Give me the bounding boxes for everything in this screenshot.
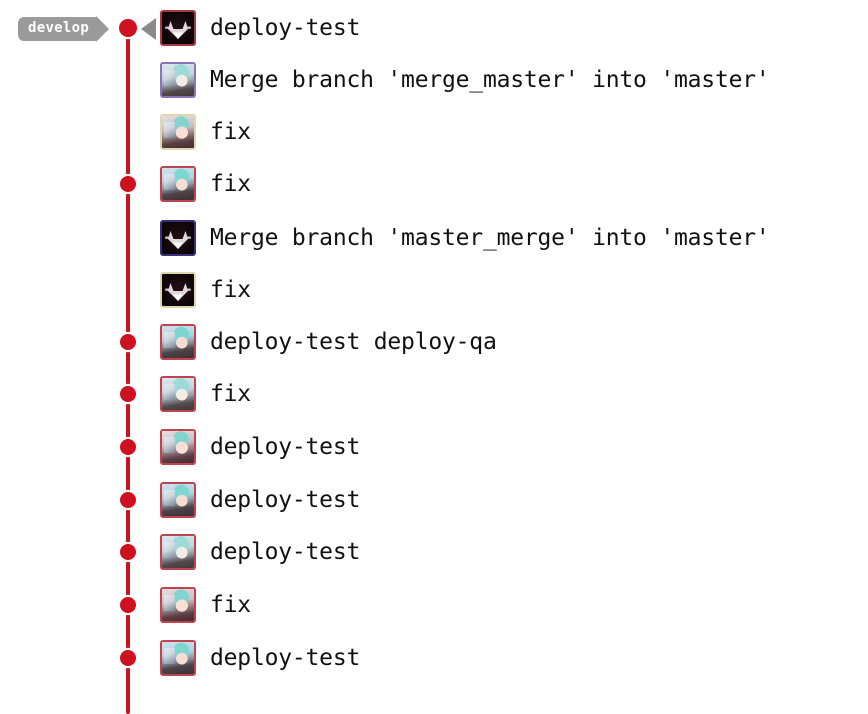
commit-message: Merge branch 'master_merge' into 'master…: [210, 225, 770, 251]
avatar-portrait: [162, 642, 194, 674]
commit-message: deploy-test: [210, 15, 361, 41]
commit-graph-rail: [0, 0, 160, 714]
commit-row[interactable]: deploy-test: [160, 480, 360, 520]
commit-row[interactable]: fix: [160, 112, 251, 152]
commit-row[interactable]: deploy-test deploy-qa: [160, 322, 497, 362]
commit-dot[interactable]: [120, 176, 136, 192]
commit-row[interactable]: fix: [160, 164, 251, 204]
branch-label-text: develop: [18, 17, 99, 41]
avatar-portrait: [162, 536, 194, 568]
commit-row[interactable]: fix: [160, 374, 251, 414]
user-avatar[interactable]: [160, 62, 196, 98]
branch-label-develop[interactable]: develop: [18, 16, 110, 42]
commit-message: deploy-test: [210, 434, 361, 460]
commit-row[interactable]: deploy-test: [160, 427, 360, 467]
commit-row[interactable]: fix: [160, 585, 251, 625]
commit-dot[interactable]: [119, 19, 137, 37]
commit-row[interactable]: fix: [160, 270, 251, 310]
gitlab-tanuki-icon[interactable]: [160, 10, 196, 46]
avatar-portrait: [162, 378, 194, 410]
user-avatar[interactable]: [160, 376, 196, 412]
commit-dot[interactable]: [120, 386, 136, 402]
user-avatar[interactable]: [160, 587, 196, 623]
user-avatar[interactable]: [160, 429, 196, 465]
commit-dot[interactable]: [120, 492, 136, 508]
gitlab-tanuki-glyph: [162, 12, 194, 44]
commit-row[interactable]: deploy-test: [160, 532, 360, 572]
user-avatar[interactable]: [160, 166, 196, 202]
commit-row[interactable]: Merge branch 'merge_master' into 'master…: [160, 60, 770, 100]
avatar-portrait: [162, 116, 194, 148]
commit-dot[interactable]: [120, 597, 136, 613]
commit-row[interactable]: Merge branch 'master_merge' into 'master…: [160, 218, 770, 258]
commit-message: deploy-test: [210, 487, 361, 513]
user-avatar[interactable]: [160, 482, 196, 518]
user-avatar[interactable]: [160, 534, 196, 570]
commit-message: deploy-test deploy-qa: [210, 329, 497, 355]
commit-message: deploy-test: [210, 645, 361, 671]
user-avatar[interactable]: [160, 114, 196, 150]
avatar-portrait: [162, 431, 194, 463]
avatar-portrait: [162, 64, 194, 96]
commit-message: Merge branch 'merge_master' into 'master…: [210, 67, 770, 93]
commit-message: fix: [210, 171, 251, 197]
avatar-portrait: [162, 484, 194, 516]
commit-dot[interactable]: [120, 439, 136, 455]
user-avatar[interactable]: [160, 324, 196, 360]
commit-message: fix: [210, 119, 251, 145]
avatar-portrait: [162, 168, 194, 200]
head-pointer-arrow: [141, 18, 156, 40]
gitlab-tanuki-icon[interactable]: [160, 220, 196, 256]
avatar-portrait: [162, 326, 194, 358]
branch-label-tip-icon: [96, 16, 110, 42]
gitlab-tanuki-glyph: [162, 274, 194, 306]
commit-dot[interactable]: [120, 544, 136, 560]
user-avatar[interactable]: [160, 640, 196, 676]
gitlab-tanuki-icon[interactable]: [160, 272, 196, 308]
commit-message: deploy-test: [210, 539, 361, 565]
commit-message: fix: [210, 277, 251, 303]
commit-message: fix: [210, 381, 251, 407]
commit-row[interactable]: deploy-test: [160, 8, 360, 48]
commit-message: fix: [210, 592, 251, 618]
commit-dot[interactable]: [120, 650, 136, 666]
commit-dot[interactable]: [120, 334, 136, 350]
gitlab-tanuki-glyph: [162, 222, 194, 254]
avatar-portrait: [162, 589, 194, 621]
commit-row[interactable]: deploy-test: [160, 638, 360, 678]
